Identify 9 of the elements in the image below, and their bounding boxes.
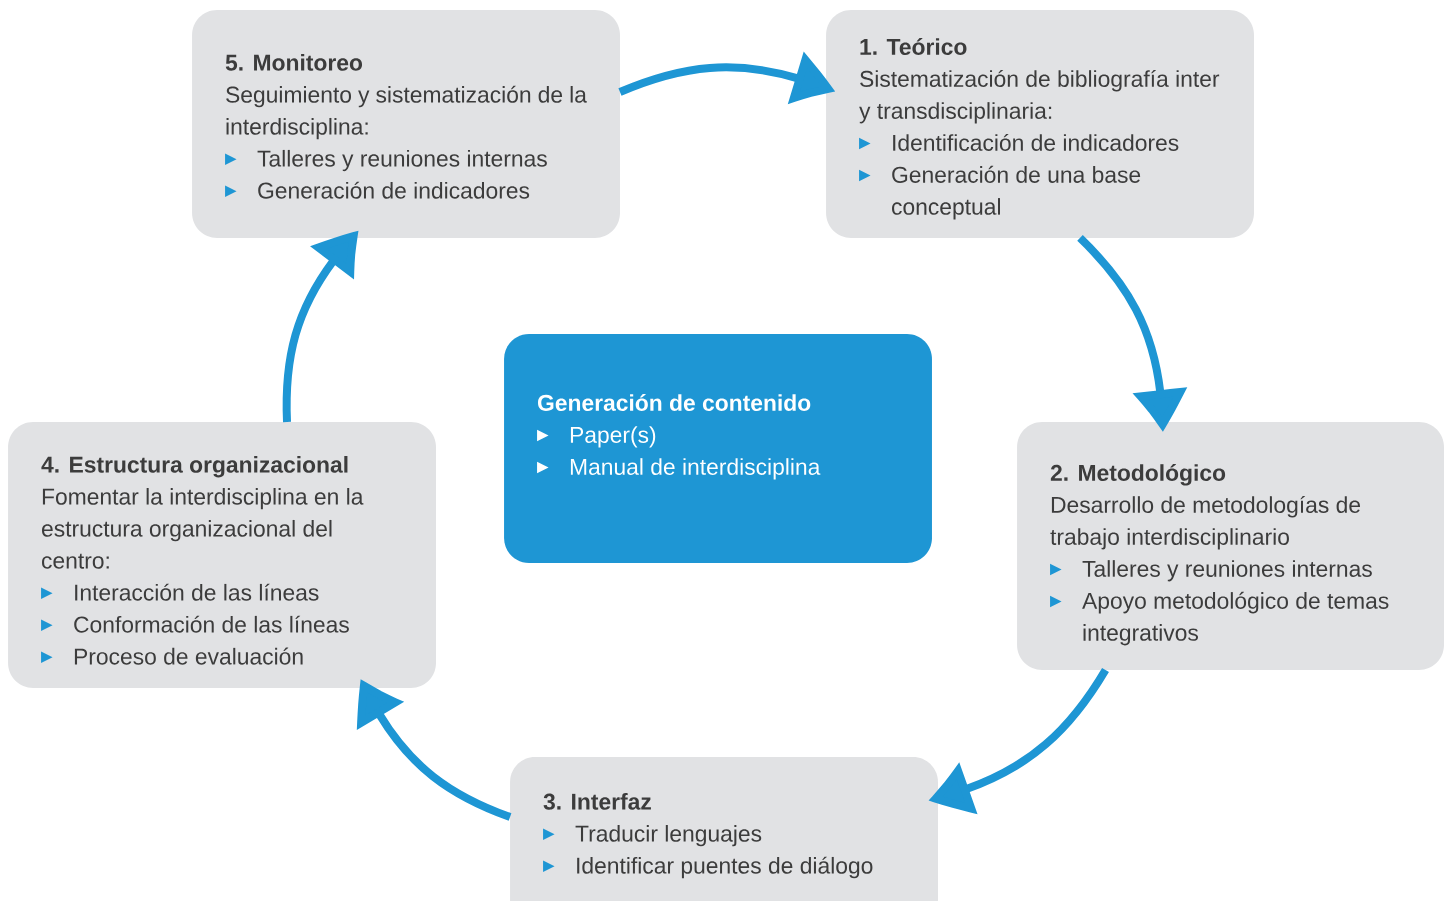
process-box: 2. Metodológico Desarrollo de metodologías de trabajo interdisciplinario Talleres y reuniones internas Apoyo metodológico de temas integrativos <box>1017 422 1444 670</box>
process-box: 1. Teórico Sistematización de bibliografía inter y transdisciplinaria: Identificación de indicadores Generación de una base conceptual <box>826 10 1254 238</box>
highlight-box: Generación de contenido Paper(s) Manual de interdisciplina <box>504 334 932 563</box>
arrow <box>357 681 512 821</box>
process-box: 3. Interfaz Traducir lenguajes Identificar puentes de diálogo <box>510 757 938 901</box>
arrow <box>931 667 1109 813</box>
process-box: 4. Estructura organizacional Fomentar la interdisciplina en la estructura organizacional del centro: Interacción de las líneas Conformación de las líneas Proceso de evaluación <box>8 422 436 688</box>
arrow <box>1077 235 1185 429</box>
process-box: 5. Monitoreo Seguimiento y sistematización de la interdisciplina: Talleres y reuniones internas Generación de indicadores <box>192 10 620 238</box>
